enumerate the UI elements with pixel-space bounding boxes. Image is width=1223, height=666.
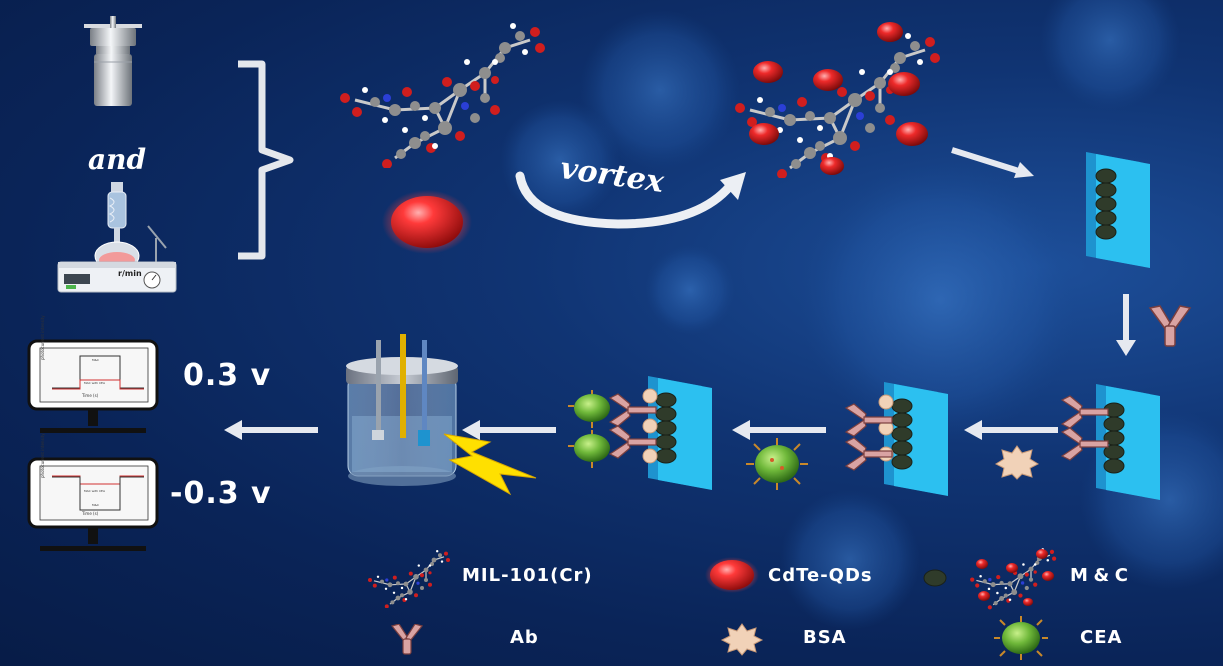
mil-101-molecule	[340, 23, 545, 168]
electrode-cea-bound	[568, 376, 712, 490]
legend-mil-label: MIL-101(Cr)	[462, 565, 593, 586]
arrow-left-bsa	[964, 420, 1058, 440]
voltage-negative-label: -0.3 v	[170, 476, 272, 511]
arrow-left-to-cell	[462, 420, 556, 440]
plot-bottom-trace-b: M&C	[92, 503, 100, 507]
legend-mc-label: M & C	[1070, 565, 1130, 586]
monitor-negative	[27, 457, 159, 551]
arrow-to-electrode	[951, 147, 1034, 178]
cdte-qd-sphere	[382, 190, 472, 254]
legend-ab-label: Ab	[510, 627, 539, 648]
electrode-ab	[1060, 384, 1160, 500]
and-label: and	[88, 143, 147, 176]
monitor-positive	[27, 339, 159, 433]
legend-bead-icon	[923, 569, 947, 587]
plot-top-trace-a: M&C	[92, 358, 100, 362]
legend-bsa-label: BSA	[803, 627, 847, 648]
stirrer-display-text: r/min	[118, 269, 142, 278]
plot-bottom-trace-a: MAC with CEA	[84, 489, 105, 493]
vortex-arrow	[515, 171, 746, 229]
plot-ylabel-bottom: photocurrent intensity	[40, 433, 45, 478]
electrode-mc-modified	[1086, 152, 1150, 268]
legend-cea-label: CEA	[1080, 627, 1123, 648]
cea-icon	[746, 438, 808, 490]
arrow-left-to-readout	[224, 420, 318, 440]
legend-qd-label: CdTe-QDs	[768, 565, 873, 586]
arrow-down	[1116, 294, 1136, 356]
legend-qd-icon	[705, 557, 759, 593]
legend-bsa-icon	[720, 623, 764, 656]
legend-mc-icon	[969, 547, 1057, 611]
plot-xlabel-bottom: Time (s)	[82, 511, 99, 516]
voltage-positive-label: 0.3 v	[183, 358, 272, 393]
legend-ab-icon	[390, 624, 424, 655]
legend-mil-icon	[367, 549, 451, 608]
bsa-icon	[994, 445, 1040, 480]
arrow-left-cea	[732, 420, 826, 440]
electrochemical-cell	[346, 334, 537, 496]
electrode-ab-bsa	[844, 382, 948, 496]
reflux-apparatus-icon	[57, 182, 177, 293]
legend-cea-icon	[994, 616, 1048, 660]
mc-composite	[733, 22, 942, 178]
grouping-bracket	[238, 60, 294, 260]
plot-ylabel-top: photocurrent intensity	[40, 315, 45, 360]
antibody-icon	[1148, 305, 1192, 347]
plot-xlabel-top: Time (s)	[82, 393, 99, 398]
autoclave-icon	[84, 16, 142, 106]
plot-top-trace-b: MAC with CEA	[84, 381, 105, 385]
